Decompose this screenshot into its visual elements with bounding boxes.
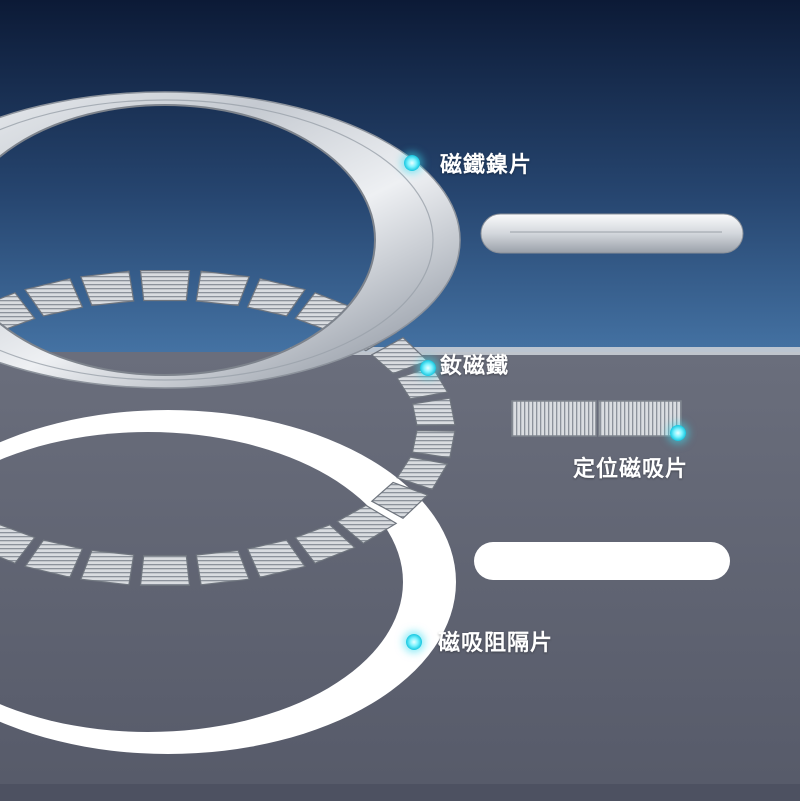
magnet-segment: [370, 481, 429, 520]
label-isolation-sheet: 磁吸阻隔片: [438, 631, 554, 656]
background-divider: [290, 347, 800, 355]
callout-dot-positioning: [670, 425, 686, 441]
label-positioning-magnet: 定位磁吸片: [573, 457, 689, 482]
magnet-segment: [80, 549, 135, 586]
nickel-ring: [0, 91, 461, 389]
magnet-segment: [139, 554, 191, 587]
label-nickel-sheet: 磁鐵鎳片: [440, 153, 533, 178]
magnet-segment: [0, 524, 36, 564]
magnet-segment: [370, 336, 429, 375]
positioning-magnet-blocks: [511, 400, 682, 437]
magnet-segment: [294, 524, 356, 564]
callout-dot-isolation: [406, 634, 422, 650]
nickel-pill-plate: [480, 213, 744, 254]
bottom-edge: [0, 784, 800, 801]
magnet-segment: [396, 365, 449, 400]
magnet-segment: [336, 504, 398, 545]
magnet-segment: [411, 397, 456, 427]
callout-dot-ndfeb: [420, 360, 436, 376]
callout-dot-nickel: [404, 155, 420, 171]
magnet-segment: [195, 549, 250, 586]
isolation-pill: [474, 542, 730, 580]
magnet-segment: [396, 456, 449, 491]
label-ndfeb-magnet: 釹磁鐵: [440, 354, 510, 379]
magnet-segment: [24, 539, 84, 579]
magnet-segment: [246, 539, 306, 579]
magnet-segment: [411, 429, 456, 459]
